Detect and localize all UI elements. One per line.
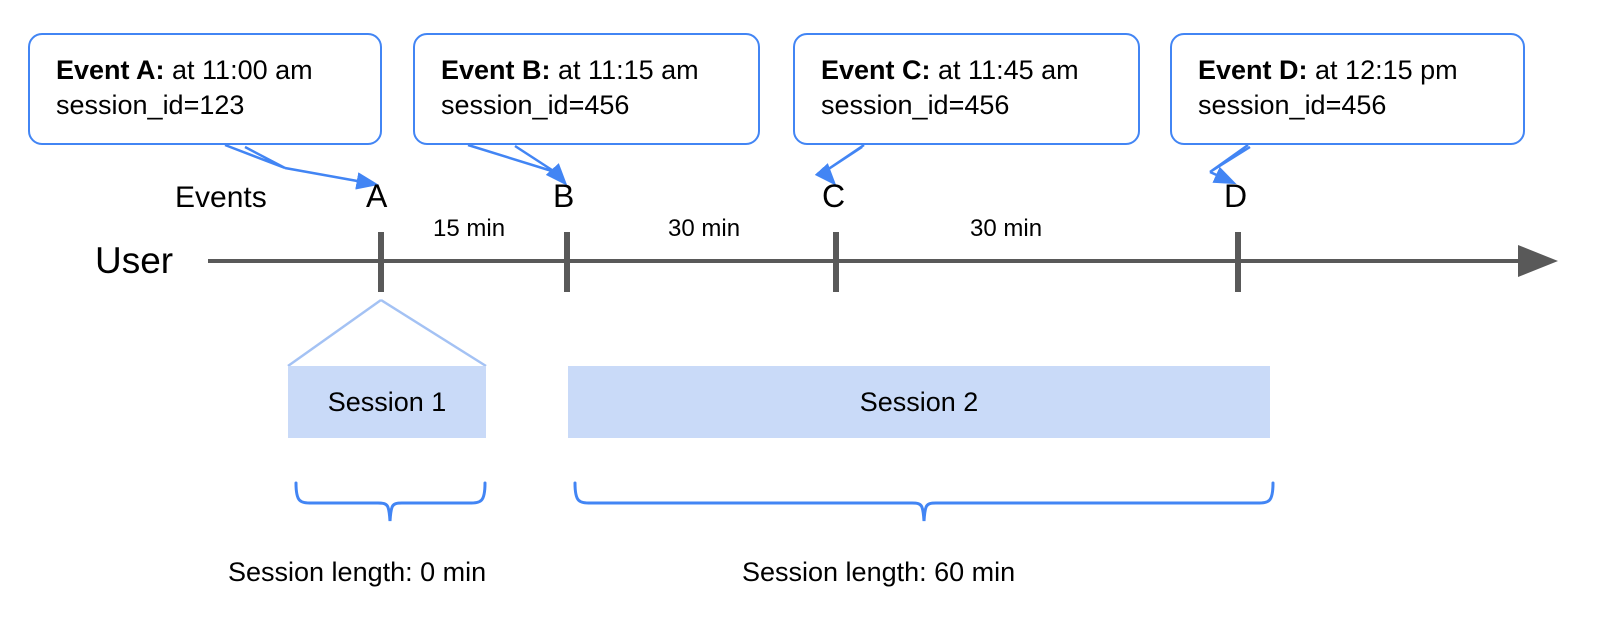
- row-label-user: User: [95, 240, 174, 281]
- callout-a-lead: Event A:: [56, 55, 165, 85]
- event-marker-b-label: B: [553, 178, 575, 214]
- callout-a-leader: [284, 166, 379, 190]
- callout-event-d: Event D: at 12:15 pm session_id=456: [1170, 33, 1525, 145]
- brace-session-1: [294, 481, 487, 522]
- callout-c-lead: Event C:: [821, 55, 931, 85]
- session-1-length-label: Session length: 0 min: [228, 557, 487, 587]
- funnel-left-edge: [287, 298, 382, 368]
- session-bar-1: Session 1: [288, 366, 486, 438]
- interval-label-b-c: 30 min: [668, 215, 741, 242]
- callout-b-time: at 11:15 am: [550, 55, 699, 85]
- callout-a-time: at 11:00 am: [164, 55, 313, 85]
- callout-d-lead: Event D:: [1198, 55, 1308, 85]
- callout-d-session: session_id=456: [1198, 90, 1387, 121]
- callout-a-tail: [224, 143, 286, 170]
- callout-c-session: session_id=456: [821, 90, 1010, 121]
- callout-b-session: session_id=456: [441, 90, 630, 121]
- interval-label-c-d: 30 min: [970, 215, 1043, 242]
- callout-event-a: Event A: at 11:00 am session_id=123: [28, 33, 382, 145]
- session-2-length-label: Session length: 60 min: [742, 557, 1016, 587]
- session-bar-2-label: Session 2: [859, 386, 979, 417]
- callout-b-leader: [545, 163, 568, 186]
- callout-b-lead: Event B:: [441, 55, 551, 85]
- event-marker-c-label: C: [822, 178, 846, 214]
- funnel-right-edge: [380, 298, 487, 368]
- session-bar-2: Session 2: [568, 366, 1270, 438]
- callout-event-c: Event C: at 11:45 am session_id=456: [793, 33, 1140, 145]
- event-marker-a-label: A: [366, 178, 388, 214]
- callout-c-time: at 11:45 am: [930, 55, 1079, 85]
- callout-event-b: Event B: at 11:15 am session_id=456: [413, 33, 760, 145]
- brace-session-2: [573, 481, 1275, 522]
- callout-a-session: session_id=123: [56, 90, 245, 121]
- callout-d-leader: [1209, 166, 1237, 185]
- callout-c-leader: [814, 163, 837, 186]
- interval-label-a-b: 15 min: [433, 215, 506, 242]
- callout-c-tail: [823, 143, 865, 174]
- event-marker-d-label: D: [1224, 178, 1248, 214]
- callout-d-time: at 12:15 pm: [1307, 55, 1458, 85]
- callout-b-tail: [467, 143, 556, 174]
- callout-d-tail: [1209, 143, 1251, 174]
- row-label-events: Events: [175, 181, 267, 214]
- session-bar-1-label: Session 1: [327, 386, 447, 417]
